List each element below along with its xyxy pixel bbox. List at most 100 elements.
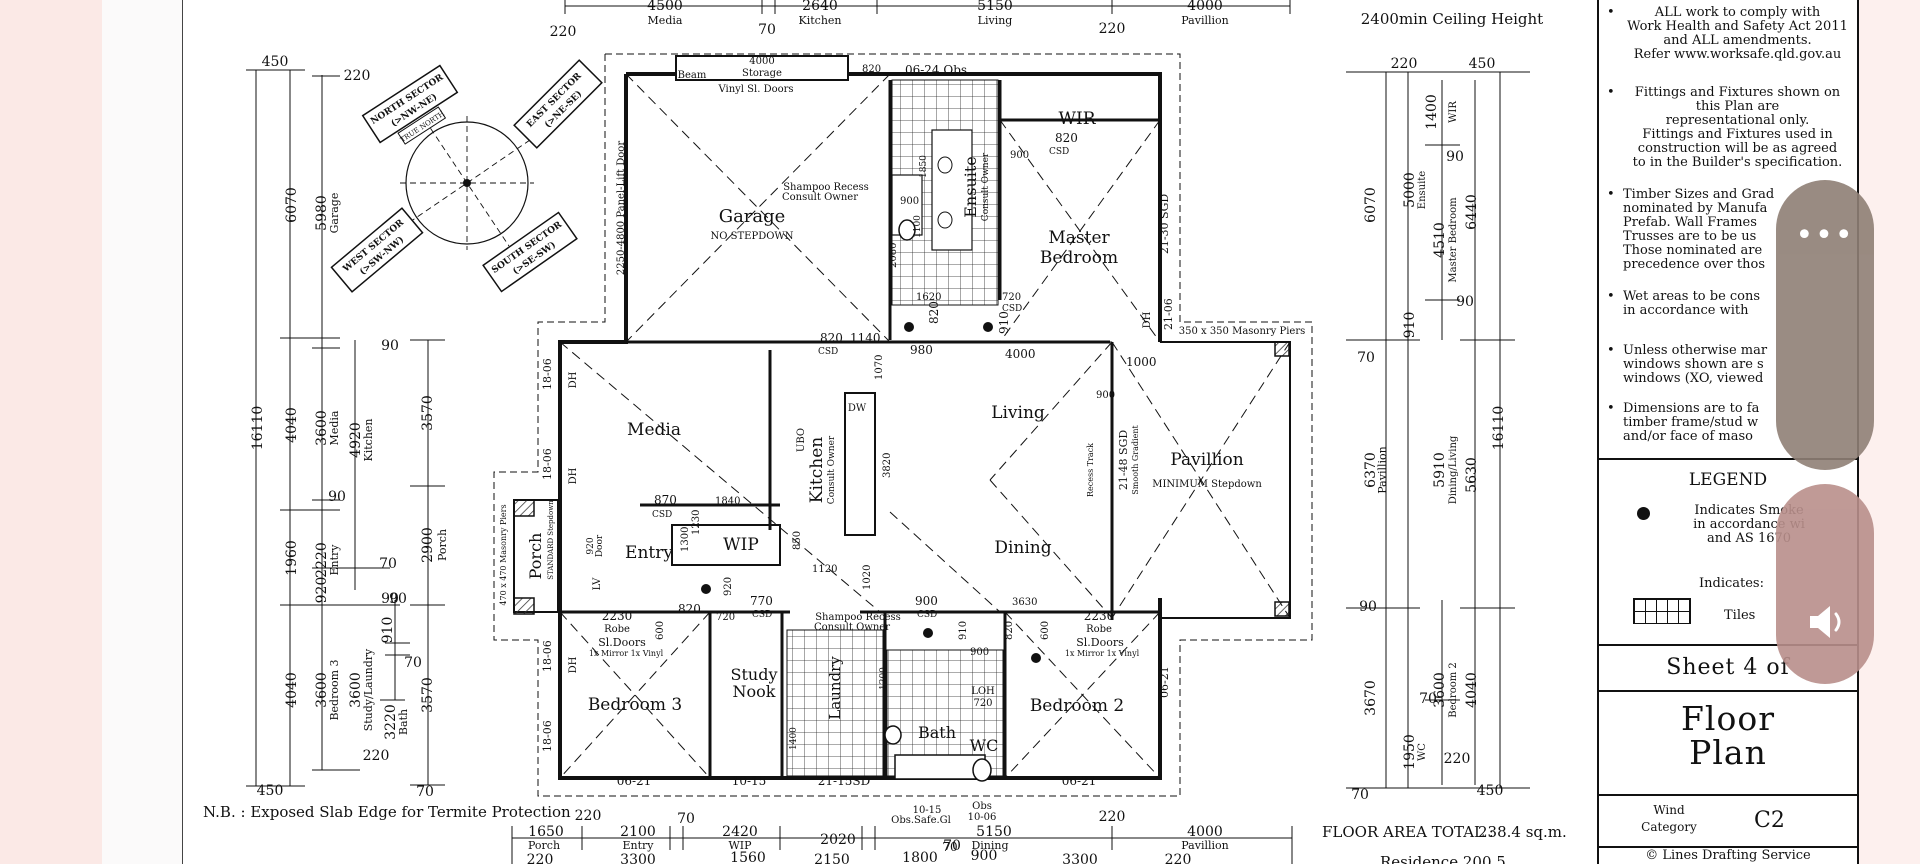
room-porch: Porch: [526, 533, 545, 580]
svg-text:18-06: 18-06: [541, 358, 554, 390]
dim-bottom-2020: 2020: [820, 832, 856, 848]
legend-tiles: Tiles: [1724, 608, 1756, 623]
room-study: Study: [731, 665, 778, 684]
dim-right-6070: 6070: [1363, 187, 1379, 223]
label-sgd2130: 21-30 SGD: [1158, 194, 1171, 255]
dim-right-bedroom2: Bedroom 2: [1448, 662, 1459, 718]
label-dw: DW: [848, 403, 867, 414]
svg-text:850: 850: [792, 531, 803, 550]
dim-right-wir: WIR: [1448, 101, 1459, 123]
svg-text:770: 770: [750, 594, 773, 608]
dim-left-450-bottom: 450: [257, 783, 284, 799]
dim-top-media: Media: [648, 14, 683, 27]
svg-text:CSD: CSD: [1002, 304, 1022, 314]
dim-left-70c: 70: [416, 784, 434, 800]
label-lv: LV: [592, 577, 603, 590]
svg-text:21-06: 21-06: [1162, 298, 1175, 330]
svg-text:820: 820: [678, 602, 701, 616]
dim-left-porch: Porch: [436, 529, 449, 561]
dim-right-6440: 6440: [1464, 194, 1480, 230]
note-dimensions-text: Dimensions are to fa timber frame/stud w…: [1623, 401, 1760, 444]
dim-right-3670: 3670: [1363, 680, 1379, 716]
svg-text:1850: 1850: [919, 155, 929, 178]
dim-top-kitchen: Kitchen: [799, 14, 842, 27]
svg-text:2080: 2080: [888, 243, 899, 268]
label-shampoo2a: Shampoo Recess: [815, 612, 901, 623]
dim-left-90c: 90: [389, 591, 407, 607]
note-whs: • ALL work to comply with Work Health an…: [1607, 6, 1852, 62]
compass-rose: NORTH SECTOR (>NW-NE) EAST SECTOR (>NE-S…: [330, 59, 603, 293]
room-living: Living: [991, 403, 1045, 423]
wind-label: Wind Category: [1641, 803, 1697, 834]
label-door920a: 920: [586, 537, 596, 554]
svg-text:1070: 1070: [874, 355, 885, 380]
more-options-panel[interactable]: •••: [1776, 180, 1874, 470]
dim-bottom-220b: 220: [1099, 809, 1126, 825]
more-options-icon[interactable]: •••: [1795, 218, 1855, 253]
dim-right-450b: 450: [1477, 783, 1504, 799]
dim-bottom-220: 220: [575, 808, 602, 824]
note-fittings-text: Fittings and Fixtures shown on this Plan…: [1632, 85, 1843, 170]
dim-left-3570b: 3570: [420, 677, 436, 713]
room-ensuite-sub: Consult Owner: [981, 152, 991, 221]
dim-bottom-5150: 5150: [976, 824, 1012, 840]
label-stepdown: STANDARD Stepdown: [547, 500, 555, 580]
label-obs-bottom2-a: Obs: [972, 801, 992, 812]
dim-left-4920: 4920: [348, 422, 364, 458]
room-wip: WIP: [723, 535, 759, 555]
dim-right-ensuite: Ensuite: [1417, 171, 1428, 210]
label-ubo: UBO: [796, 428, 807, 452]
floor-area-label: FLOOR AREA TOTAL :: [1322, 823, 1494, 841]
label-loh-a: LOH: [971, 686, 995, 697]
dim-top-70: 70: [758, 22, 776, 38]
dim-bottom-dining: Dining: [971, 839, 1008, 852]
room-ensuite: Ensuite: [961, 156, 980, 218]
label-sldoors1b: 1x Mirror 1x Vinyl: [589, 649, 664, 658]
dim-bottom2-3300a: 3300: [620, 852, 656, 864]
tiles-legend-icon: [1633, 598, 1691, 624]
wind-value: C2: [1754, 808, 1785, 833]
left-margin: [0, 0, 102, 864]
svg-text:1140: 1140: [850, 331, 881, 345]
dim-right-6370: 6370: [1363, 452, 1379, 488]
label-sldoors2b: 1x Mirror 1x Vinyl: [1065, 649, 1140, 658]
dim-left-90b: 90: [328, 489, 346, 505]
room-wc: WC: [970, 736, 999, 755]
room-kitchen-sub: Consult Owner: [827, 435, 837, 504]
label-robe1a: 2230: [602, 609, 633, 623]
dim-bottom-pavillion: Pavillion: [1181, 839, 1228, 852]
label-robe1b: Robe: [604, 624, 630, 635]
laundry-tiles: [786, 629, 884, 777]
dim-right-4040: 4040: [1464, 672, 1480, 708]
svg-text:820: 820: [862, 64, 881, 75]
dim-top-pavillion: Pavillion: [1181, 14, 1228, 27]
svg-text:910: 910: [997, 311, 1011, 334]
dim-right-5000: 5000: [1402, 172, 1418, 208]
dim-left-90d: 90: [381, 591, 399, 607]
dim-left-70a: 70: [379, 556, 397, 572]
speaker-icon[interactable]: [1806, 602, 1850, 642]
dim-left-220b: 220: [363, 748, 390, 764]
room-media: Media: [627, 420, 681, 440]
dim-right-90b: 90: [1456, 294, 1474, 310]
dim-left-2220: 2220: [314, 542, 330, 578]
label-dh-2: DH: [568, 467, 579, 484]
label-obs-bottom2-b: 10-06: [968, 812, 997, 823]
note-timber-text: Timber Sizes and Grad nominated by Manuf…: [1623, 187, 1775, 272]
smoke-alarm-icon: [1637, 507, 1650, 520]
svg-text:870: 870: [654, 493, 677, 507]
dim-bottom2-220a: 220: [527, 852, 554, 864]
label-robe2b: Robe: [1086, 624, 1112, 635]
svg-text:3820: 3820: [882, 453, 893, 478]
room-laundry: Laundry: [826, 656, 844, 720]
svg-text:900: 900: [970, 647, 989, 658]
note-fittings: • Fittings and Fixtures shown on this Pl…: [1607, 86, 1852, 170]
note-wet-areas-text: Wet areas to be cons in accordance with: [1623, 289, 1761, 318]
room-wir: WIR: [1059, 109, 1097, 129]
top-dimension-row: [564, 0, 1291, 14]
dim-left-3600c: 3600: [348, 672, 364, 708]
audio-control-panel[interactable]: [1776, 484, 1874, 684]
label-dh-1: DH: [568, 371, 579, 388]
slab-note: N.B. : Exposed Slab Edge for Termite Pro…: [203, 803, 571, 821]
